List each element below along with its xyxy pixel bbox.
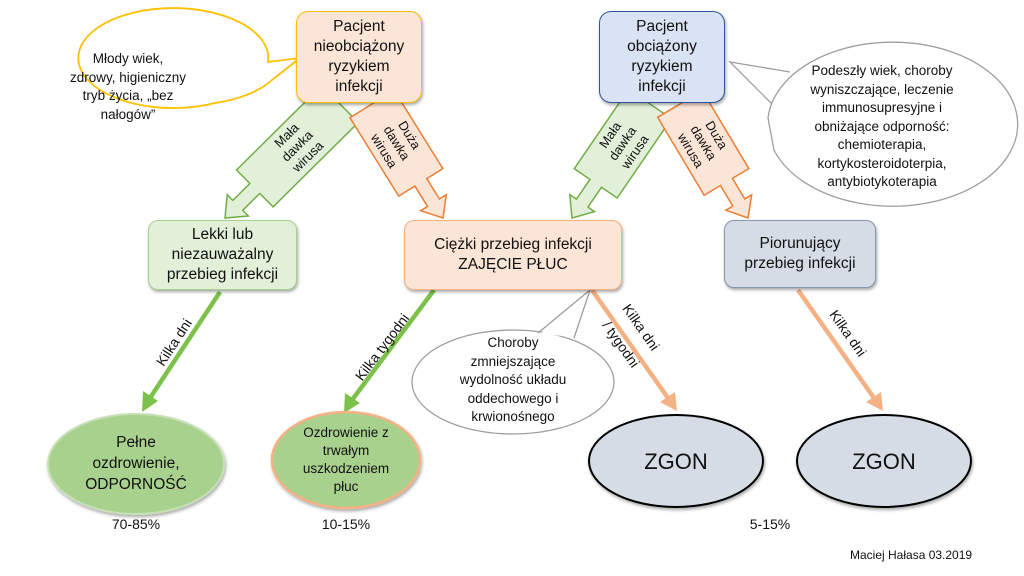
callout-comorbidity [411,288,615,435]
percent-death: 5-15% [749,516,791,532]
author-signature: Maciej Hałasa 03.2019 [850,548,973,562]
outcome-damage-shape [270,410,422,510]
outcome-death-2-shape [796,414,972,508]
arrow-few-weeks-severe [344,288,436,413]
label-few-weeks: Kilka tygodni [352,310,413,383]
callout-low-risk-text: Młody wiek, zdrowy, higieniczny tryb życ… [69,51,187,122]
node-mild-course: Lekki lub niezauważalny przebieg infekcj… [148,220,297,290]
callout-high-risk-text: Podeszły wiek, choroby wyniszczające, le… [810,63,954,189]
outcome-death-2: ZGON [852,449,916,474]
block-arrow-high-dose-left-shape [348,89,448,219]
outcome-full-recovery: Pełne ozdrowienie, ODPORNOŚĆ [85,434,187,493]
percent-recovery-with-damage: 10-15% [321,516,371,532]
node-fulminant-course: Piorunujący przebieg infekcji [724,220,876,288]
outcome-death-1: ZGON [644,449,708,474]
outcome-death-1-shape [588,414,764,508]
outcome-recovery-with-damage: Ozdrowienie z trwałym uszkodzeniem płuc [302,425,390,494]
node-patient-high-risk: Pacjent obciążony ryzykiem infekcji [599,11,725,103]
callout-comorbidity-text: Choroby zmniejszające wydolność układu o… [459,335,567,424]
percent-full-recovery: 70-85% [111,516,161,532]
arrow-few-days-fulminant [796,288,883,411]
outcome-full-recovery-shape [47,413,225,515]
arrow-few-days-mild [142,290,222,412]
block-arrow-low-dose-right-shape [568,88,673,219]
block-arrow-low-dose-left-shape [224,84,360,219]
callout-high-risk [728,41,1019,207]
block-arrow-high-dose-right-shape [656,89,753,220]
node-patient-low-risk: Pacjent nieobciążony ryzykiem infekcji [296,11,422,103]
label-few-days-fulminant: Kilka dni [826,307,869,360]
node-severe-course: Ciężki przebieg infekcji ZAJĘCIE PŁUC [404,220,622,290]
arrow-days-weeks-severe [590,288,677,411]
